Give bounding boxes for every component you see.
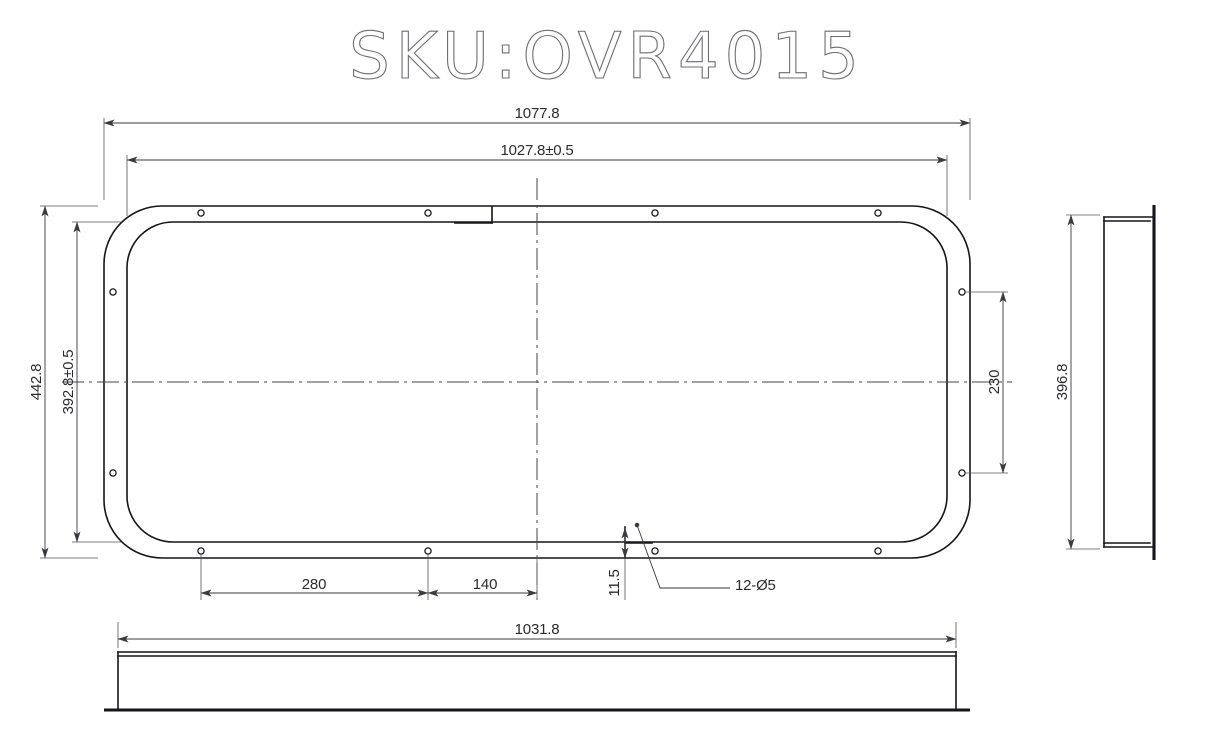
mounting-hole (424, 209, 432, 217)
page-title: SKU:OVR4015 (349, 20, 865, 94)
mounting-hole (874, 209, 882, 217)
front-top-dimensions: 1077.8 1027.8±0.5 (103, 105, 971, 216)
mounting-hole (424, 547, 432, 555)
mounting-hole (109, 469, 117, 477)
dim-label-inner-width: 1027.8±0.5 (501, 142, 574, 159)
mounting-hole (958, 288, 966, 296)
front-view-geometry (62, 178, 1012, 600)
front-bottom-dimensions: 280 140 11.5 12-Ø5 (200, 522, 776, 600)
dim-label-bottom-width: 1031.8 (515, 621, 560, 638)
top-center-seam-detail (454, 206, 493, 224)
mounting-hole (109, 288, 117, 296)
bottom-view-geometry: 1031.8 (104, 621, 970, 712)
mounting-hole (958, 469, 966, 477)
mounting-hole (197, 209, 205, 217)
hole-callout-leader (634, 522, 730, 589)
bottom-center-flange-detail (624, 526, 653, 559)
dim-label-inner-height: 392.8±0.5 (60, 350, 77, 415)
dim-label-overall-height: 442.8 (28, 364, 45, 401)
dim-label-side-height: 396.8 (1054, 364, 1071, 401)
dim-label-right-hole-spacing: 230 (986, 370, 1003, 394)
dim-label-flange-thickness: 11.5 (606, 569, 623, 596)
dim-label-hole-spacing-140: 140 (473, 576, 497, 593)
mounting-hole (874, 547, 882, 555)
dim-label-overall-width: 1077.8 (515, 105, 560, 122)
mounting-hole (197, 547, 205, 555)
mounting-hole (651, 547, 659, 555)
side-view-geometry: 396.8 (1054, 205, 1156, 560)
mounting-hole (651, 209, 659, 217)
dim-label-hole-spacing-280: 280 (302, 576, 326, 593)
hole-callout-label: 12-Ø5 (735, 577, 776, 594)
front-right-dimension: 230 (966, 291, 1008, 474)
front-left-dimensions: 442.8 392.8±0.5 (28, 205, 121, 559)
